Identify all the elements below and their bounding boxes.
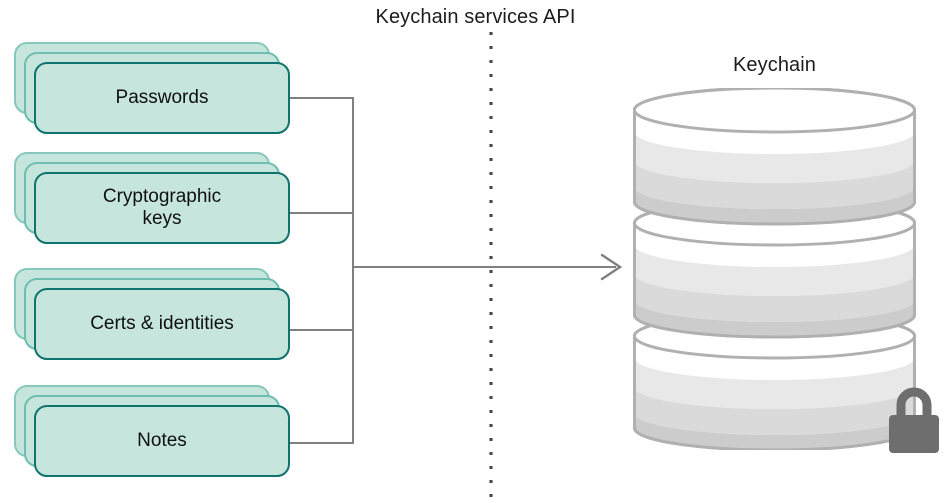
database-cylinder-icon [633, 86, 916, 452]
card-label: Passwords [115, 87, 209, 109]
lock-icon [886, 385, 942, 455]
card-front-notes[interactable]: Notes [34, 405, 290, 477]
card-label: Cryptographic keys [102, 186, 222, 229]
arrow-right-icon [600, 253, 623, 281]
page-title: Keychain services API [0, 6, 951, 29]
connector-stubs [290, 97, 353, 444]
card-front-passwords[interactable]: Passwords [34, 62, 290, 134]
card-front-cryptographic-keys[interactable]: Cryptographic keys [34, 172, 290, 244]
card-stack-passwords[interactable]: Passwords [14, 42, 290, 134]
card-stack-notes[interactable]: Notes [14, 385, 290, 477]
database-svg [633, 86, 916, 452]
card-stack-certs-and-identities[interactable]: Certs & identities [14, 268, 290, 360]
keychain-title: Keychain [633, 54, 916, 77]
card-label: Notes [137, 430, 187, 452]
card-label: Certs & identities [90, 313, 234, 335]
card-front-certs-and-identities[interactable]: Certs & identities [34, 288, 290, 360]
lock-svg [889, 387, 939, 453]
database-segment-top [633, 86, 916, 226]
keychain-title-text: Keychain [732, 54, 817, 76]
card-stack-cryptographic-keys[interactable]: Cryptographic keys [14, 152, 290, 244]
api-title-text: Keychain services API [375, 6, 576, 28]
